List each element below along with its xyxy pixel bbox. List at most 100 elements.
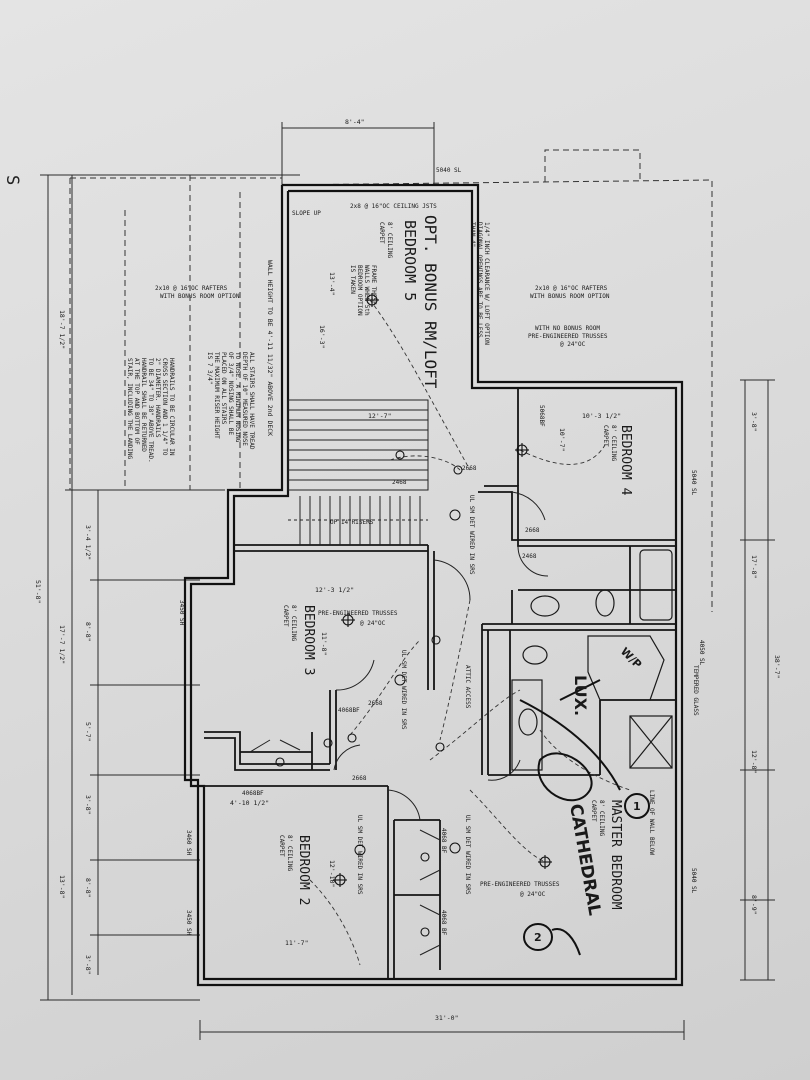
rafter-note-right-2: WITH BONUS ROOM OPTION: [530, 293, 610, 300]
dim-seg-d: 3'-8": [84, 795, 92, 815]
bedroom-3-label: BEDROOM 3: [301, 605, 316, 675]
bedroom-3-ceiling: 8' CEILING: [290, 605, 297, 642]
dim-b4-depth: 10'-7": [558, 428, 566, 451]
loft-note-1: 1/4" INCH CLEARANCE W/ LOFT OPTION: [483, 222, 490, 345]
dim-top-bump: 8'-4": [345, 118, 365, 126]
handrail-note-3: 2" DIAMETER. HANDRAILS: [154, 358, 161, 438]
handrail-note-6: AT THE TOP AND BOTTOM OF: [133, 358, 140, 445]
door-tag-3: 2468: [522, 553, 537, 560]
bedroom-4-label: BEDROOM 4: [618, 425, 633, 496]
dim-left-b: 17'-7 1/2": [58, 625, 66, 664]
bedroom-4-finish: CARPET: [602, 425, 609, 447]
dim-seg-e: 8'-8": [84, 878, 92, 898]
stair-note-2: DEPTH OF 10" MEASURED NOSE: [241, 352, 248, 446]
dim-right-b: 17'-8": [750, 555, 758, 578]
window-tag-5: 3450 SH: [185, 910, 192, 936]
attic-access-note: ATTIC ACCESS: [464, 665, 471, 709]
wall-height-note: WALL HEIGHT TO BE 4'-11 11/32" ABOVE 2nd…: [266, 260, 274, 436]
truss-note-2-spacing: @ 24"OC: [520, 891, 546, 898]
ceiling-joist-note: 2x8 @ 16"OC CEILING JSTS: [350, 203, 437, 210]
rafter-note-left-2: WITH BONUS ROOM OPTION: [160, 293, 240, 300]
frame-note-4: IS TAKEN: [349, 265, 356, 294]
dim-seg-a: 3'-4 1/2": [84, 525, 92, 560]
bedroom-2-ceiling: 8' CEILING: [286, 835, 293, 872]
stair-note-5: PLACED ON ALL STAIRS: [220, 352, 227, 425]
no-bonus-note-3: @ 24"OC: [560, 341, 586, 348]
door-tag-5: 4068BF: [338, 707, 360, 714]
dim-left-a: 18'-7 1/2": [58, 310, 66, 349]
dim-bonus-height: 13'-4": [328, 272, 336, 295]
door-tag-6: 4068BF: [242, 790, 264, 797]
dim-bonus-width: 12'-7": [368, 412, 391, 420]
bedroom-3-finish: CARPET: [282, 605, 289, 627]
master-finish: CARPET: [590, 800, 597, 822]
electrical-runs: [309, 299, 631, 966]
door-tag-9: 4068 BF: [440, 910, 447, 936]
dim-b2-sub: 4'-10 1/2": [230, 799, 269, 807]
bonus-room-label: OPT. BONUS RM/LOFT: [421, 215, 440, 389]
stair-note-1: ALL STAIRS SHALL HAVE TREAD: [248, 352, 255, 450]
stair-note-6: THE MAXIMUM RISER HEIGHT: [213, 352, 220, 439]
window-tag-3: 3450 SH: [178, 600, 185, 626]
dim-seg-f: 3'-8": [84, 955, 92, 975]
stair-riser-note: UP 14 RISERS: [330, 519, 374, 526]
handrail-note-2: CROSS SECTION AND 1 1/4" TO: [161, 358, 168, 456]
window-tag-4: 3460 SH: [185, 830, 192, 856]
bedroom-5-label: BEDROOM 5: [401, 220, 419, 301]
dimension-lines: [40, 122, 775, 1040]
bath-fixtures: [511, 549, 673, 771]
handwritten-markup: [519, 679, 650, 956]
dim-overall-left: 51'-8": [34, 580, 42, 603]
loft-note-3: THAN 4": [469, 222, 476, 247]
bonus-finish: CARPET: [378, 222, 385, 244]
whirlpool-label: W/P: [618, 645, 644, 671]
window-tag-7: 4050 SL: [698, 640, 705, 666]
bedroom-2-finish: CARPET: [278, 835, 285, 857]
interior-walls: [204, 388, 676, 979]
dim-b3-width: 12'-3 1/2": [315, 586, 354, 594]
rafter-note-right-1: 2x10 @ 16"OC RAFTERS: [535, 285, 608, 292]
window-tag-6: 5040 SL: [690, 868, 697, 894]
rafter-note-left-1: 2x10 @ 16"OC RAFTERS: [155, 285, 228, 292]
dim-b3-depth: 11'-8": [320, 632, 328, 655]
master-ceiling: 8' CEILING: [598, 800, 605, 837]
dim-overall-width: 31'-0": [435, 1014, 458, 1022]
door-tag-2: 2668: [525, 527, 540, 534]
handrail-note-7: STAIR, INCLUDING THE LANDING: [126, 358, 133, 460]
door-swings: [249, 491, 549, 956]
dim-b2-width: 11'-7": [285, 939, 308, 947]
slope-up-note: SLOPE UP: [292, 210, 321, 217]
master-bedroom-label: MASTER BEDROOM: [608, 800, 623, 910]
dim-right-e: 3'-8": [750, 412, 758, 432]
frame-note-1: FRAME THESE: [370, 265, 377, 305]
smoke-note-4: UL SM DET WIRED IN SRS: [464, 815, 471, 895]
dim-right-c: 12'-8": [750, 750, 758, 773]
stair-note-4: OF 3/4" NOSING SHALL BE: [227, 352, 234, 435]
smoke-note-1: UL SM DET WIRED IN SRS: [468, 495, 475, 575]
door-tag-10: 2668: [462, 465, 477, 472]
handwritten-marker-2: 2: [534, 931, 542, 944]
dim-b2-depth: 12'-10": [328, 860, 336, 887]
door-tag-7: 2668: [352, 775, 367, 782]
light-fixtures: [275, 293, 552, 937]
dim-left-c: 13'-8": [58, 875, 66, 898]
handrail-note-1: HANDRAILS TO BE CIRCULAR IN: [168, 358, 175, 456]
bedroom-2-label: BEDROOM 2: [296, 835, 311, 905]
smoke-note-3: UL SM DET WIRED IN SRS: [356, 815, 363, 895]
door-tag-1: 2468: [392, 479, 407, 486]
smoke-detectors: [354, 509, 461, 856]
sheet-title: SECOND FLOOR PLAN: [0, 175, 22, 192]
frame-note-2: WALLS WHEN 5th: [363, 265, 370, 316]
truss-note-1: PRE-ENGINEERED TRUSSES: [318, 610, 398, 617]
staircase: [287, 399, 429, 545]
dim-right-d: 8'-9": [750, 895, 758, 915]
wall-below-note: LINE OF WALL BELOW: [648, 790, 655, 855]
window-tag-1: 5040 SL: [436, 167, 462, 174]
bedroom-4-ceiling: 8' CEILING: [610, 425, 617, 462]
truss-note-1-spacing: @ 24"OC: [360, 620, 386, 627]
dim-b4-width: 10'-3 1/2": [582, 412, 621, 420]
stair-note-3: TO NOSE. A MINIMUM NOSING: [234, 352, 241, 443]
frame-note-3: BEDROOM OPTION: [356, 265, 363, 316]
